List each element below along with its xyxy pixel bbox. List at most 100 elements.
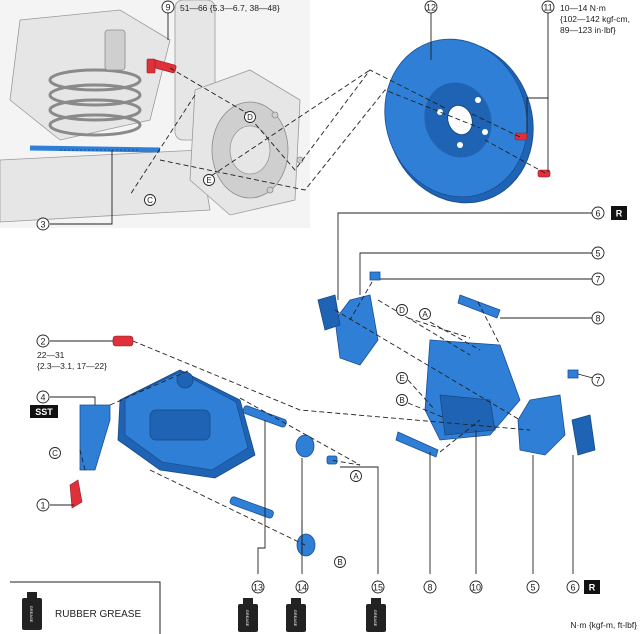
svg-text:14: 14 <box>297 583 307 593</box>
torque-spec-9: 51—66 {5.3—6.7, 38—48} <box>180 3 280 13</box>
grease-can-icon: GREASE <box>286 598 306 632</box>
torque-spec-11-line3: 89—123 in·lbf} <box>560 25 616 35</box>
svg-text:C: C <box>52 449 58 458</box>
bolt-2 <box>112 335 134 347</box>
brake-hose <box>29 145 161 153</box>
svg-text:E: E <box>206 176 211 185</box>
svg-text:B: B <box>337 558 342 567</box>
svg-text:GREASE: GREASE <box>245 610 250 627</box>
brake-pad-5-upper <box>334 294 379 366</box>
shim-6-lower <box>571 414 596 456</box>
svg-text:B: B <box>399 396 404 405</box>
sst-tag: SST <box>30 405 58 418</box>
svg-text:15: 15 <box>373 583 383 593</box>
callout-15: 15 <box>371 580 385 594</box>
callout-7-top: 7 <box>591 272 605 286</box>
torque-spec-2-line2: {2.3—3.1, 17—22} <box>37 361 107 371</box>
svg-text:R: R <box>589 583 596 593</box>
legend-box: GREASE RUBBER GREASE <box>10 581 161 634</box>
letter-b-right: B <box>396 394 408 406</box>
bushing-15 <box>326 455 338 465</box>
letter-a-right-top: A <box>419 308 431 320</box>
torque-spec-11-line1: 10—14 N·m <box>560 3 606 13</box>
legend-grease-can-icon: GREASE <box>22 592 42 630</box>
callout-8-bottom: 8 <box>423 580 437 594</box>
svg-text:8: 8 <box>427 583 432 593</box>
clip-1 <box>69 479 83 509</box>
callout-8-top: 8 <box>591 311 605 325</box>
suspension-assembly-illustration <box>0 0 310 228</box>
replace-tag-top: R <box>611 206 627 220</box>
caliper-bracket-bolt-9 <box>146 58 177 74</box>
disc-screw-11 <box>514 132 551 178</box>
letter-a-bottom: A <box>350 470 362 482</box>
pad-clip-7-upper <box>369 271 381 281</box>
assembly-lines <box>79 67 546 546</box>
callout-3: 3 <box>36 217 50 231</box>
leader-lines <box>50 8 601 574</box>
callout-5-bottom: 5 <box>526 580 540 594</box>
torque-spec-11-line2: {102—142 kgf-cm, <box>560 14 630 24</box>
callout-6-bottom: 6 <box>566 580 580 594</box>
callout-9: 9 <box>161 0 175 14</box>
svg-text:GREASE: GREASE <box>293 610 298 627</box>
callout-1: 1 <box>36 498 50 512</box>
svg-text:GREASE: GREASE <box>29 606 34 623</box>
svg-text:5: 5 <box>530 583 535 593</box>
boot-14 <box>295 434 316 557</box>
svg-text:GREASE: GREASE <box>373 610 378 627</box>
torque-spec-2-line1: 22—31 <box>37 350 65 360</box>
callout-6-top: 6 <box>591 206 605 220</box>
svg-text:3: 3 <box>40 220 45 230</box>
svg-text:C: C <box>147 196 153 205</box>
pad-guide-8-upper <box>457 294 501 319</box>
svg-text:E: E <box>399 374 404 383</box>
svg-text:R: R <box>616 209 623 219</box>
guide-pin-13 <box>229 405 287 519</box>
bracket-4 <box>79 404 111 471</box>
grease-can-icon: GREASE <box>238 598 258 632</box>
callout-13: 13 <box>251 580 265 594</box>
letter-e-top: E <box>203 174 215 186</box>
units-note: N·m {kgf-m, ft-lbf} <box>570 620 637 630</box>
svg-text:12: 12 <box>426 3 436 13</box>
callout-10: 10 <box>469 580 483 594</box>
caliper-assembly <box>117 369 256 479</box>
svg-text:7: 7 <box>595 376 600 386</box>
svg-text:D: D <box>247 113 253 122</box>
letter-c-left: C <box>49 447 61 459</box>
svg-text:11: 11 <box>543 3 552 13</box>
letter-e-right: E <box>396 372 408 384</box>
svg-text:13: 13 <box>253 583 263 593</box>
svg-text:5: 5 <box>595 249 600 259</box>
caliper-bracket-10 <box>424 339 521 441</box>
replace-tag-bottom: R <box>584 580 600 594</box>
brake-pad-5-lower <box>517 394 566 456</box>
svg-text:4: 4 <box>40 393 45 403</box>
letter-d-top: D <box>244 111 256 123</box>
pad-guide-8-lower <box>395 431 439 458</box>
letter-b-bottom: B <box>334 556 346 568</box>
coil-spring <box>48 68 142 137</box>
grease-can-icon: GREASE <box>366 598 386 632</box>
callout-4: 4 <box>36 390 50 404</box>
callout-2: 2 <box>36 334 50 348</box>
callout-14: 14 <box>295 580 309 594</box>
svg-text:1: 1 <box>40 501 45 511</box>
shim-6-upper <box>317 294 341 331</box>
callout-5-top: 5 <box>591 246 605 260</box>
svg-text:SST: SST <box>35 407 53 417</box>
svg-text:8: 8 <box>595 314 600 324</box>
svg-text:D: D <box>399 306 405 315</box>
svg-text:7: 7 <box>595 275 600 285</box>
callout-11: 11 <box>541 0 555 14</box>
legend-label: RUBBER GREASE <box>55 609 141 620</box>
letter-c-top: C <box>144 194 156 206</box>
callout-12: 12 <box>424 0 438 14</box>
svg-text:10: 10 <box>471 583 481 593</box>
pad-clip-7-lower <box>567 369 579 379</box>
svg-text:9: 9 <box>165 3 170 13</box>
svg-text:6: 6 <box>570 583 575 593</box>
svg-text:6: 6 <box>595 209 600 219</box>
